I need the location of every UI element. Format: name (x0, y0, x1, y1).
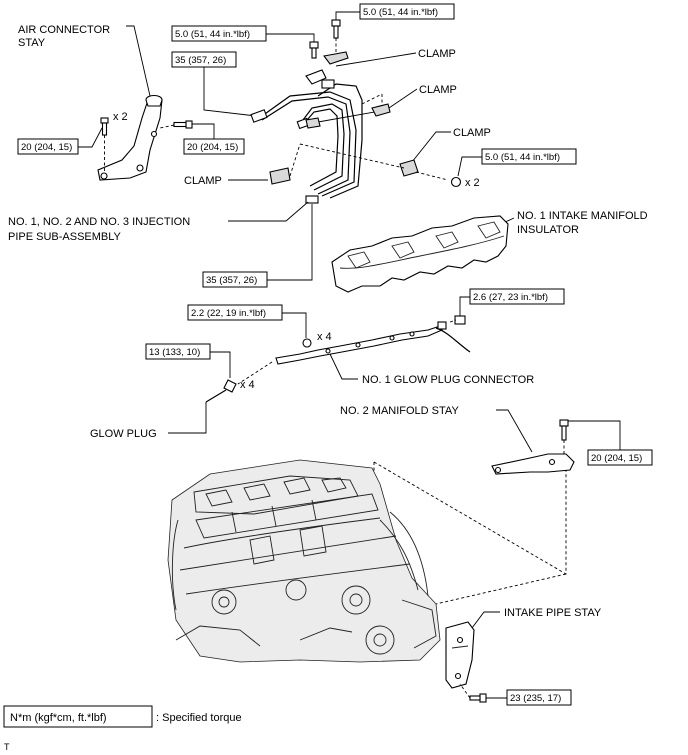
label-glow-plug-connector: NO. 1 GLOW PLUG CONNECTOR (362, 374, 534, 386)
torque-box-top (359, 3, 455, 20)
engine-illustration (167, 459, 441, 663)
clamp-top-part (305, 51, 349, 85)
dash-clamp-left (289, 143, 301, 177)
leader-clamp-mid-a (385, 88, 418, 111)
label-clamp-top: CLAMP (418, 48, 456, 60)
clamp-left-part (269, 167, 291, 185)
torque-box-glow-conn (187, 304, 283, 321)
clamp-nut (450, 176, 462, 188)
torque-stay-left: 20 (204, 15) (21, 142, 72, 153)
top-bolt (331, 19, 341, 39)
dash-glow-plug (237, 361, 273, 385)
qty-glow-plug: x 4 (240, 379, 255, 391)
label-injection-pipe-line1: NO. 1, NO. 2 AND NO. 3 INJECTION (8, 216, 190, 228)
air-connector-stay-part (97, 94, 163, 181)
stay-bolt-right (173, 120, 193, 129)
glow-plug-connector-part (275, 321, 471, 365)
leader-injection-pipe (228, 201, 309, 222)
legend-torque-format: N*m (kgf*cm, ft.*lbf) (10, 712, 107, 724)
dash-clamp-mid (361, 93, 383, 105)
dash-clamp-nut (415, 171, 449, 181)
dash-clamp-right (299, 143, 405, 169)
label-injection-pipe-line2: PIPE SUB-ASSEMBLY (8, 231, 122, 243)
label-air-connector-stay-line2: STAY (18, 37, 46, 49)
intake-stay-bolt (469, 693, 487, 703)
torque-box-stay-left (17, 138, 79, 155)
leader-clamp-right (411, 131, 451, 163)
legend-torque-box (3, 705, 153, 728)
leader-clamp-top (335, 52, 417, 67)
intake-pipe-stay-part (445, 621, 475, 689)
leader-torque-pipe-clamp (266, 33, 315, 42)
leader-torque-top (335, 11, 360, 22)
torque-box-intake-stay (506, 689, 572, 706)
leader-air-connector-stay (126, 25, 151, 97)
qty-glow-conn: x 4 (317, 331, 332, 343)
torque-box-glow-plug (145, 343, 211, 360)
torque-pipe-lower: 35 (357, 26) (206, 275, 257, 286)
label-air-connector-stay-line1: AIR CONNECTOR (18, 24, 110, 36)
torque-box-clamp-nut (481, 148, 577, 165)
leader-glow-plug-connector (329, 353, 358, 380)
torque-glow-nut: 2.6 (27, 23 in.*lbf) (473, 292, 548, 303)
torque-box-glow-nut (469, 288, 565, 305)
leader-no2-manifold-stay (496, 409, 533, 453)
leader-torque-pipe-lower (267, 204, 313, 281)
dash-glow-nut (449, 319, 457, 323)
qty-clamp-nut: x 2 (465, 177, 480, 189)
clamp-right-part (399, 159, 419, 177)
label-clamp-left: CLAMP (184, 175, 222, 187)
dash-intake-stay-bolt (459, 683, 471, 699)
torque-pipe-clamp: 5.0 (51, 44 in.*lbf) (175, 29, 250, 40)
clamp-bolt (309, 41, 319, 59)
leader-torque-pipe-upper (203, 67, 257, 117)
leader-torque-clamp-nut (457, 156, 482, 177)
torque-box-pipe-lower (202, 271, 268, 288)
clamp-mid-part (305, 103, 391, 129)
torque-clamp-nut: 5.0 (51, 44 in.*lbf) (485, 152, 560, 163)
intake-manifold-insulator-part (331, 215, 509, 293)
torque-intake-stay: 23 (235, 17) (510, 693, 561, 704)
glow-plug-part (205, 379, 237, 403)
torque-pipe-upper: 35 (357, 26) (175, 55, 226, 66)
leader-torque-stay-bolt (192, 123, 215, 139)
manifold-stay-bolt (559, 419, 569, 441)
torque-top: 5.0 (51, 44 in.*lbf) (363, 7, 438, 18)
label-insulator-line2: INSULATOR (517, 224, 579, 236)
leader-torque-glow-conn (282, 312, 307, 338)
leader-glow-plug (168, 402, 207, 434)
leader-torque-glow-nut (459, 296, 470, 316)
label-no2-manifold-stay: NO. 2 MANIFOLD STAY (340, 405, 459, 417)
label-glow-plug: GLOW PLUG (90, 428, 157, 440)
leader-torque-manifold-stay (568, 420, 621, 450)
label-clamp-right: CLAMP (453, 127, 491, 139)
dash-engine-intake (435, 573, 567, 605)
torque-glow-conn: 2.2 (22, 19 in.*lbf) (191, 308, 266, 319)
label-clamp-mid: CLAMP (419, 84, 457, 96)
injection-pipe-assembly (250, 79, 363, 204)
leader-torque-stay-left (78, 127, 103, 148)
leader-torque-glow-plug (210, 351, 231, 378)
stay-bolt-left (100, 117, 109, 136)
torque-glow-plug: 13 (133, 10) (149, 347, 200, 358)
qty-stay-bolts: x 2 (113, 111, 128, 123)
label-intake-pipe-stay: INTAKE PIPE STAY (504, 607, 602, 619)
torque-stay-bolt: 20 (204, 15) (187, 142, 238, 153)
torque-manifold-stay: 20 (204, 15) (591, 453, 642, 464)
footer-mark: T (4, 742, 10, 752)
glow-terminal-nut (454, 315, 466, 325)
dash-bolt-right (159, 124, 175, 129)
glow-conn-nut (302, 338, 312, 348)
legend-description: : Specified torque (156, 712, 242, 724)
no2-manifold-stay-part (491, 453, 575, 475)
torque-box-pipe-clamp (171, 25, 267, 42)
label-insulator-line1: NO. 1 INTAKE MANIFOLD (517, 210, 648, 222)
